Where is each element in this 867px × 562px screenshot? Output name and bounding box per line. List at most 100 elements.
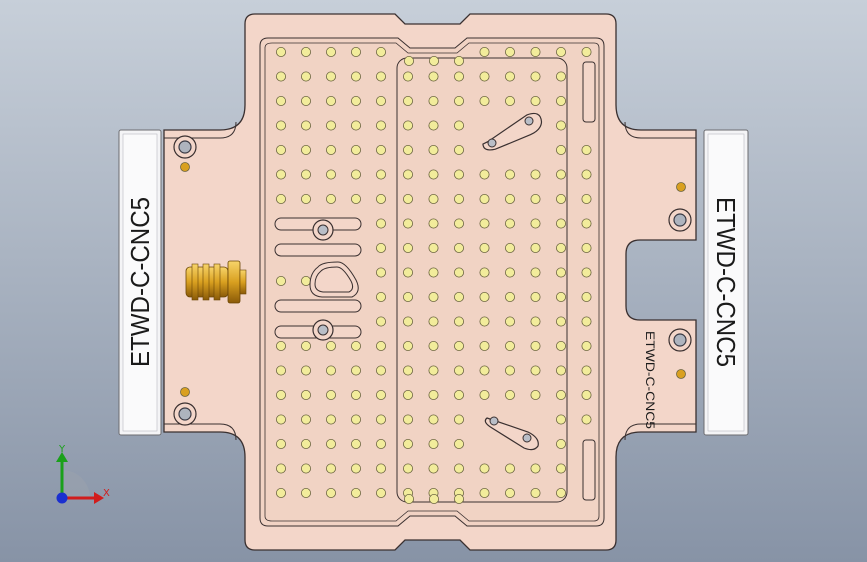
vacuum-hole [453, 144, 464, 155]
vacuum-hole [300, 487, 311, 498]
locating-teardrop-pocket [309, 261, 359, 298]
vacuum-hole [530, 218, 541, 229]
vacuum-hole [530, 291, 541, 302]
vacuum-hole [325, 71, 336, 82]
vacuum-hole [350, 144, 361, 155]
plate-engraved-label: ETWD-C-CNC5 [643, 331, 657, 429]
vacuum-pocket-inner-ring [264, 42, 600, 522]
vacuum-hole [428, 438, 439, 449]
vacuum-hole [325, 365, 336, 376]
vacuum-hole [375, 47, 386, 58]
vacuum-hole [556, 120, 567, 131]
vacuum-hole [325, 414, 336, 425]
vacuum-hole [556, 193, 567, 204]
vacuum-hole [479, 389, 490, 400]
vacuum-hole [530, 487, 541, 498]
vacuum-hole [581, 267, 592, 278]
vacuum-hole [428, 316, 439, 327]
vacuum-hole [275, 120, 286, 131]
vacuum-hole [581, 365, 592, 376]
vacuum-hole [402, 267, 413, 278]
vacuum-hole [556, 463, 567, 474]
vacuum-hole [453, 242, 464, 253]
vacuum-hole [275, 193, 286, 204]
vacuum-hole [428, 96, 439, 107]
vacuum-hole [453, 56, 464, 67]
vacuum-hole [581, 218, 592, 229]
vacuum-hole [453, 389, 464, 400]
vacuum-hole [428, 120, 439, 131]
vacuum-hole [530, 389, 541, 400]
vacuum-hole [402, 389, 413, 400]
vacuum-hole [350, 71, 361, 82]
vacuum-hole [300, 389, 311, 400]
vacuum-hole [504, 389, 515, 400]
vacuum-hole [530, 340, 541, 351]
vacuum-hole [428, 242, 439, 253]
vacuum-hole [275, 389, 286, 400]
vacuum-hole [479, 47, 490, 58]
vacuum-hole [428, 493, 439, 504]
vacuum-hole-grid [275, 47, 592, 504]
vacuum-hole [479, 316, 490, 327]
vacuum-hole [479, 365, 490, 376]
vacuum-hole [402, 414, 413, 425]
vacuum-hole [428, 340, 439, 351]
vacuum-hole [300, 438, 311, 449]
vacuum-hole [275, 47, 286, 58]
plate-step-left [164, 121, 237, 441]
vacuum-hole [428, 71, 439, 82]
vacuum-hole [375, 267, 386, 278]
vacuum-hole [479, 340, 490, 351]
clamp-link-top [482, 112, 543, 151]
vacuum-hole [428, 291, 439, 302]
vacuum-hole [504, 463, 515, 474]
vacuum-hole [556, 169, 567, 180]
vacuum-hole [530, 463, 541, 474]
vacuum-hole [556, 242, 567, 253]
vacuum-hole [402, 96, 413, 107]
vacuum-hole [350, 340, 361, 351]
locating-screw-top [312, 219, 334, 241]
slot-group [274, 217, 362, 339]
vacuum-hole [453, 193, 464, 204]
vacuum-hole [300, 193, 311, 204]
vacuum-hole [325, 96, 336, 107]
vacuum-hole [402, 169, 413, 180]
vacuum-hole [453, 267, 464, 278]
vacuum-hole [504, 169, 515, 180]
vacuum-hole [325, 389, 336, 400]
vacuum-hole [375, 414, 386, 425]
vacuum-hole [530, 71, 541, 82]
vacuum-hole [300, 120, 311, 131]
vacuum-hole [453, 463, 464, 474]
vacuum-hole [479, 193, 490, 204]
vacuum-hole [453, 438, 464, 449]
vacuum-hole [556, 71, 567, 82]
right-bar-label: ETWD-C-CNC5 [711, 197, 741, 367]
vacuum-hole [325, 463, 336, 474]
vacuum-hole [300, 340, 311, 351]
vacuum-hole [428, 414, 439, 425]
vacuum-hole [350, 47, 361, 58]
vacuum-hole [504, 365, 515, 376]
vacuum-hole [504, 242, 515, 253]
vacuum-hole [504, 487, 515, 498]
vacuum-hole [350, 438, 361, 449]
vacuum-hole [453, 71, 464, 82]
vacuum-hole [300, 144, 311, 155]
vacuum-hole [350, 487, 361, 498]
vacuum-hole [275, 169, 286, 180]
vacuum-hole [453, 493, 464, 504]
vacuum-hole [300, 414, 311, 425]
vacuum-hole [325, 438, 336, 449]
vacuum-hole [375, 291, 386, 302]
vacuum-hole [402, 438, 413, 449]
vacuum-hole [350, 193, 361, 204]
vacuum-hole [375, 463, 386, 474]
vacuum-hole [479, 487, 490, 498]
vacuum-hole [453, 96, 464, 107]
vacuum-hole [453, 340, 464, 351]
xyz-axis-triad-icon: Y X [56, 444, 110, 504]
